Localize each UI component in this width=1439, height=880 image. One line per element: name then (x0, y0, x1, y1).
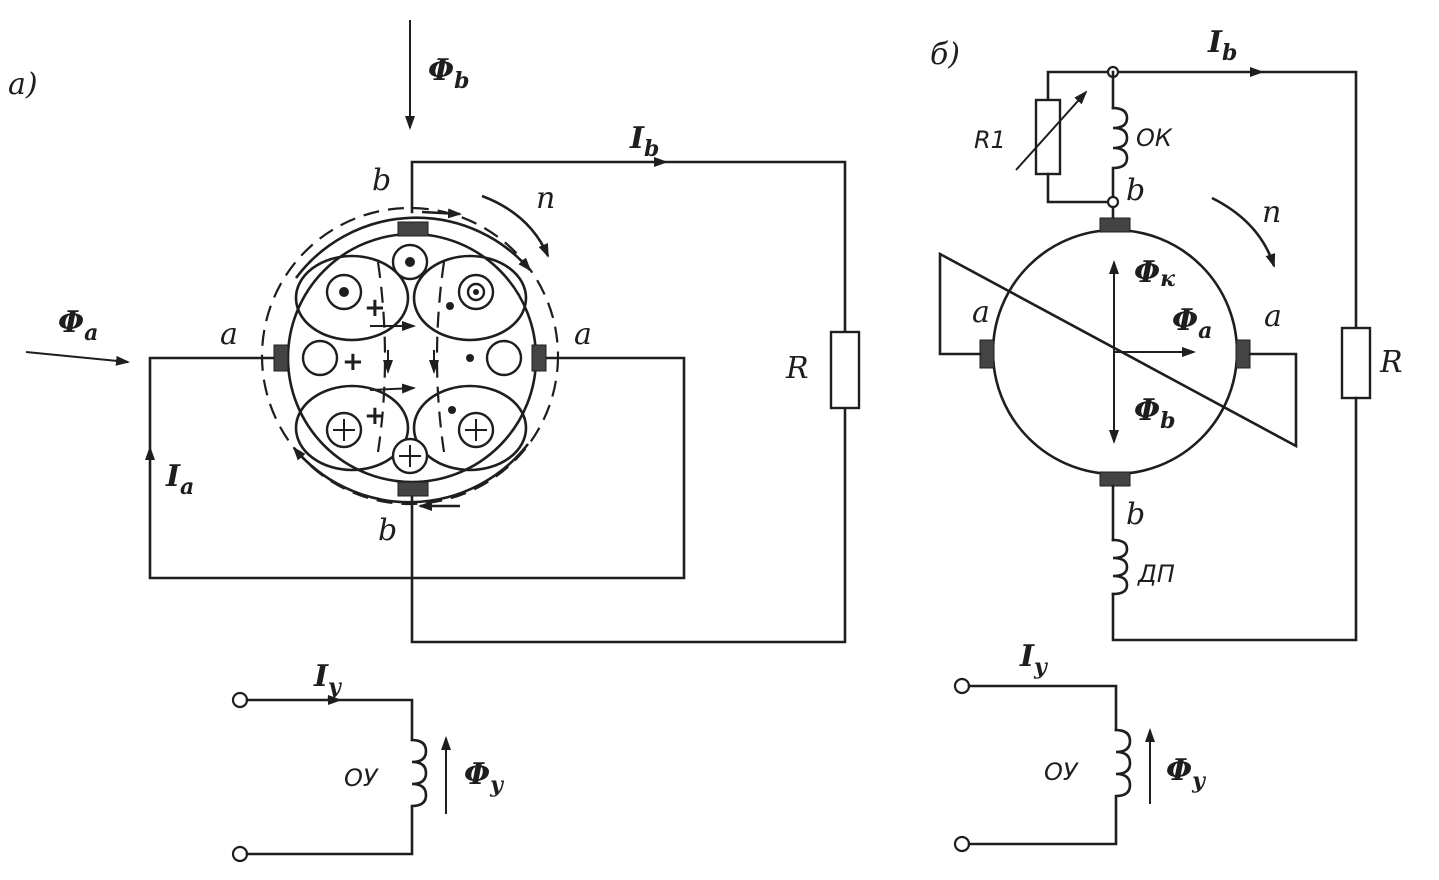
rotation-label: n (536, 181, 555, 216)
flux-y-label: Φy (464, 757, 505, 798)
brush-b-bottom (397, 481, 429, 497)
conductor-right-empty (485, 339, 523, 377)
conductor-upper-left (325, 273, 363, 311)
current-y-label: Iy (1019, 639, 1049, 680)
flux-a-arrow (25, 351, 130, 366)
lower-left-flux-loop (294, 384, 410, 472)
brush-b-bottom (1099, 471, 1131, 487)
brush-a-left-label: a (972, 295, 990, 330)
control-winding-coil (967, 728, 1132, 846)
comp-winding-label: ОК (1136, 124, 1173, 152)
brush-b-bottom-label: b (378, 513, 397, 548)
inner-arrow-lower (369, 383, 416, 394)
dashed-flux-circle (260, 206, 560, 506)
current-y-label: Iy (313, 659, 343, 700)
current-b-wire-bottom (410, 406, 847, 644)
rotation-arrow (481, 194, 550, 258)
rotation-label: n (1262, 195, 1281, 230)
flux-b-label: Φb (428, 53, 470, 94)
rheostat-label: R1 (974, 126, 1006, 154)
brush-a-right (1235, 339, 1251, 369)
brush-b-top-label: b (1126, 173, 1145, 208)
control-terminal-top (231, 691, 249, 709)
interpole-label: ДП (1137, 560, 1175, 588)
rheostat-r1 (1034, 98, 1062, 176)
upper-right-flux-loop (412, 254, 528, 342)
rotation-arrow (1211, 196, 1276, 268)
conductor-upper-right (457, 273, 495, 311)
control-terminal-top (953, 677, 971, 695)
current-a-diagonal-loop (938, 251, 1298, 449)
plus-mark-lower: + (364, 401, 386, 431)
brush-a-left (979, 339, 995, 369)
dot-middle (466, 354, 474, 362)
conductor-lower-left (325, 411, 363, 449)
load-resistor-label: R (785, 351, 809, 386)
conductor-lower-right (457, 411, 495, 449)
conductor-top (391, 243, 429, 281)
panel-a-label: а) (8, 67, 38, 102)
flux-a-label: Φa (1172, 303, 1212, 344)
conductor-left-empty (301, 339, 339, 377)
upper-left-flux-loop (294, 254, 410, 342)
plus-mark-middle: + (342, 347, 364, 377)
control-terminal-bottom (231, 845, 249, 863)
load-resistor-label: R (1379, 345, 1403, 380)
rheostat-wire-bottom (1046, 172, 1115, 204)
panel-b-label: б) (930, 37, 960, 72)
dot-upper (446, 302, 454, 310)
current-b-wire-bottom (1111, 396, 1358, 642)
control-wire-top (967, 684, 1118, 732)
load-resistor (829, 330, 861, 410)
control-wire-top (245, 698, 414, 742)
comp-winding-coil (1111, 106, 1129, 220)
plus-mark-upper: + (364, 293, 386, 323)
current-b-label: Ib (1207, 25, 1237, 66)
panel-a: а) Φb Φa Ib R Ia n (8, 20, 861, 863)
current-b-label: Ib (629, 121, 659, 162)
flux-b-label: Φb (1134, 393, 1176, 434)
current-a-label: Ia (165, 459, 194, 500)
flux-a-label: Φa (58, 305, 98, 346)
brush-a-right (531, 344, 547, 372)
brush-a-left (273, 344, 289, 372)
control-terminal-bottom (953, 835, 971, 853)
control-winding-label: ОУ (344, 764, 379, 792)
lower-right-flux-loop (412, 384, 528, 472)
panel-b: б) Ib R1 ОК b b a a Φк Φa Φb (930, 25, 1403, 853)
brush-b-top (397, 221, 429, 237)
inner-dashed-right (435, 261, 446, 453)
dot-lower (448, 406, 456, 414)
lower-flux-arc (292, 443, 530, 504)
current-a-loop (148, 356, 686, 580)
top-flux-arrow (421, 208, 462, 219)
junction-bottom (1106, 195, 1120, 209)
brush-b-top-label: b (372, 163, 391, 198)
load-resistor (1340, 326, 1372, 400)
current-b-wire-top (1046, 70, 1358, 332)
brush-b-bottom-label: b (1126, 497, 1145, 532)
flux-k-label: Φк (1134, 255, 1175, 292)
control-winding-coil (245, 738, 428, 856)
interpole-coil (1111, 538, 1129, 596)
upper-flux-arc (294, 216, 532, 279)
brush-a-right-label: a (1264, 299, 1282, 334)
brush-b-top (1099, 217, 1131, 233)
conductor-bottom (391, 437, 429, 475)
brush-a-right-label: a (574, 317, 592, 352)
flux-y-label: Φy (1166, 753, 1207, 794)
rheostat-arrow (1015, 90, 1088, 171)
brush-a-left-label: a (220, 317, 238, 352)
control-winding-label: ОУ (1044, 758, 1079, 786)
